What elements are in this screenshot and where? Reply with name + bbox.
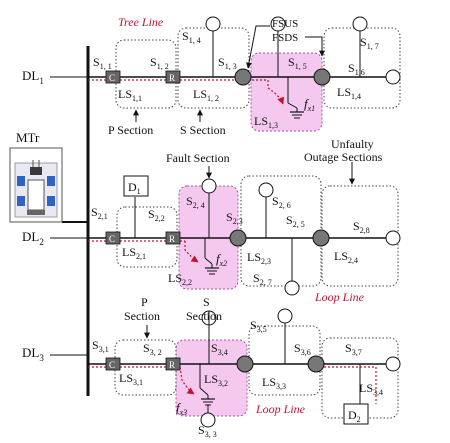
- svg-text:DL1: DL1: [22, 68, 44, 86]
- annotation-arrows: [133, 25, 355, 339]
- switch-s15-node: [313, 68, 331, 86]
- svg-text:DL3: DL3: [22, 345, 44, 363]
- fault-section-ls13: [250, 52, 323, 132]
- d1-label: D1: [128, 180, 141, 196]
- s-section-label-2a: S: [203, 295, 210, 309]
- unfaulty-label: Unfaulty: [331, 137, 374, 151]
- label-s37: S3,7: [345, 341, 362, 357]
- breaker-c-dl3: [105, 357, 121, 371]
- outage-sections-label: Outage Sections: [304, 150, 383, 164]
- fault-labels: fx1 fx2 fx3: [176, 96, 315, 417]
- label-ls33: LS3,3: [262, 375, 286, 391]
- switch-labels: S1, 1 S1, 2 S1, 4 S1, 3 S1, 5 S1, 7 S1,6…: [91, 29, 379, 439]
- fault-section-label: Fault Section: [166, 151, 230, 165]
- substation-transformer-icon: [9, 147, 63, 223]
- switch-s25-node: [312, 229, 330, 247]
- switch-r-dl3-label: R: [169, 360, 175, 370]
- line-section-labels: LS1,1 LS1, 2 LS1,3 LS1,4 LS2,1 LS2,2 LS2…: [118, 85, 383, 397]
- label-fx2: fx2: [216, 251, 227, 268]
- distributed-gen-d1: [123, 175, 149, 197]
- label-ls24: LS2,4: [334, 249, 358, 265]
- label-s14: S1, 4: [182, 29, 201, 45]
- label-s34: S3,4: [211, 341, 228, 357]
- fsus-label: FSUS: [272, 18, 298, 30]
- p-section-label-1: P Section: [108, 123, 153, 137]
- tree-line-label: Tree Line: [118, 15, 164, 29]
- section-box-ls23: [240, 175, 322, 287]
- label-s16: S1,6: [348, 61, 365, 77]
- label-s17: S1, 7: [360, 35, 379, 51]
- switch-r-dl1-label: R: [169, 73, 175, 83]
- label-s25: S2, 5: [286, 213, 305, 229]
- feeder-label-dl2: DL2: [22, 229, 44, 247]
- label-s26: S2, 6: [272, 194, 291, 210]
- switch-r-dl1: [165, 70, 181, 84]
- breaker-c-dl2: [105, 231, 121, 245]
- label-s13: S1, 3: [218, 55, 237, 71]
- label-s27: S2, 7: [253, 271, 272, 287]
- label-s22: S2,2: [148, 207, 165, 223]
- switch-r-dl2-label: R: [169, 234, 175, 244]
- feeder-label-dl3: DL3: [22, 345, 44, 363]
- breaker-c-dl1: [105, 70, 121, 84]
- label-s31: S3,1: [92, 338, 109, 354]
- label-ls22: LS2,2: [168, 271, 192, 287]
- switch-s13-node: [234, 68, 252, 86]
- distributed-gen-d2: [343, 403, 369, 425]
- label-ls21: LS2,1: [122, 245, 146, 261]
- label-fx1: fx1: [304, 96, 315, 113]
- switch-s23-node: [229, 229, 247, 247]
- s-section-label-2b: Section: [186, 309, 222, 323]
- fault-section-ls32: [175, 339, 248, 417]
- feeder-label-dl1: DL1: [22, 68, 44, 86]
- loop-line-label-1: Loop Line: [314, 290, 365, 304]
- label-s28: S2,8: [353, 219, 370, 235]
- breaker-c-dl3-label: C: [109, 360, 115, 370]
- label-ls23: LS2,3: [247, 250, 271, 266]
- label-ls12: LS1, 2: [193, 87, 219, 103]
- label-ls32: LS3,2: [204, 372, 228, 388]
- switch-r-dl2: [165, 231, 181, 245]
- p-section-label-2a: P: [141, 295, 148, 309]
- label-s21: S2,1: [91, 205, 108, 221]
- breaker-c-dl2-label: C: [109, 234, 115, 244]
- breaker-c-dl1-label: C: [109, 73, 115, 83]
- label-s12: S1, 2: [150, 55, 169, 71]
- label-ls11: LS1,1: [118, 87, 142, 103]
- d2-label: D2: [348, 408, 361, 424]
- loop-line-label-2: Loop Line: [255, 402, 306, 416]
- label-s35: S3,5: [250, 318, 267, 334]
- label-ls34: LS3,4: [359, 381, 383, 397]
- label-s32: S3, 2: [143, 341, 162, 357]
- label-ls13: LS1,3: [254, 114, 278, 130]
- label-s11: S1, 1: [93, 55, 112, 71]
- switch-s36-node: [307, 355, 325, 373]
- switch-s34-node: [236, 355, 254, 373]
- label-s33: S3, 3: [198, 423, 217, 439]
- label-s23: S2,3: [226, 210, 243, 226]
- fsds-label: FSDS: [272, 32, 298, 44]
- label-s15: S1, 5: [288, 55, 307, 71]
- mtr-label: MTr: [16, 130, 40, 145]
- label-s24: S2, 4: [186, 194, 205, 210]
- label-ls31: LS3,1: [119, 371, 143, 387]
- svg-text:DL2: DL2: [22, 229, 44, 247]
- s-section-label-1: S Section: [180, 123, 226, 137]
- p-section-label-2b: Section: [124, 309, 160, 323]
- switch-r-dl3: [165, 357, 181, 371]
- section-box-ls14: [323, 27, 401, 109]
- label-fx3: fx3: [176, 400, 187, 417]
- label-ls14: LS1,4: [337, 85, 361, 101]
- label-s36: S3,6: [294, 341, 311, 357]
